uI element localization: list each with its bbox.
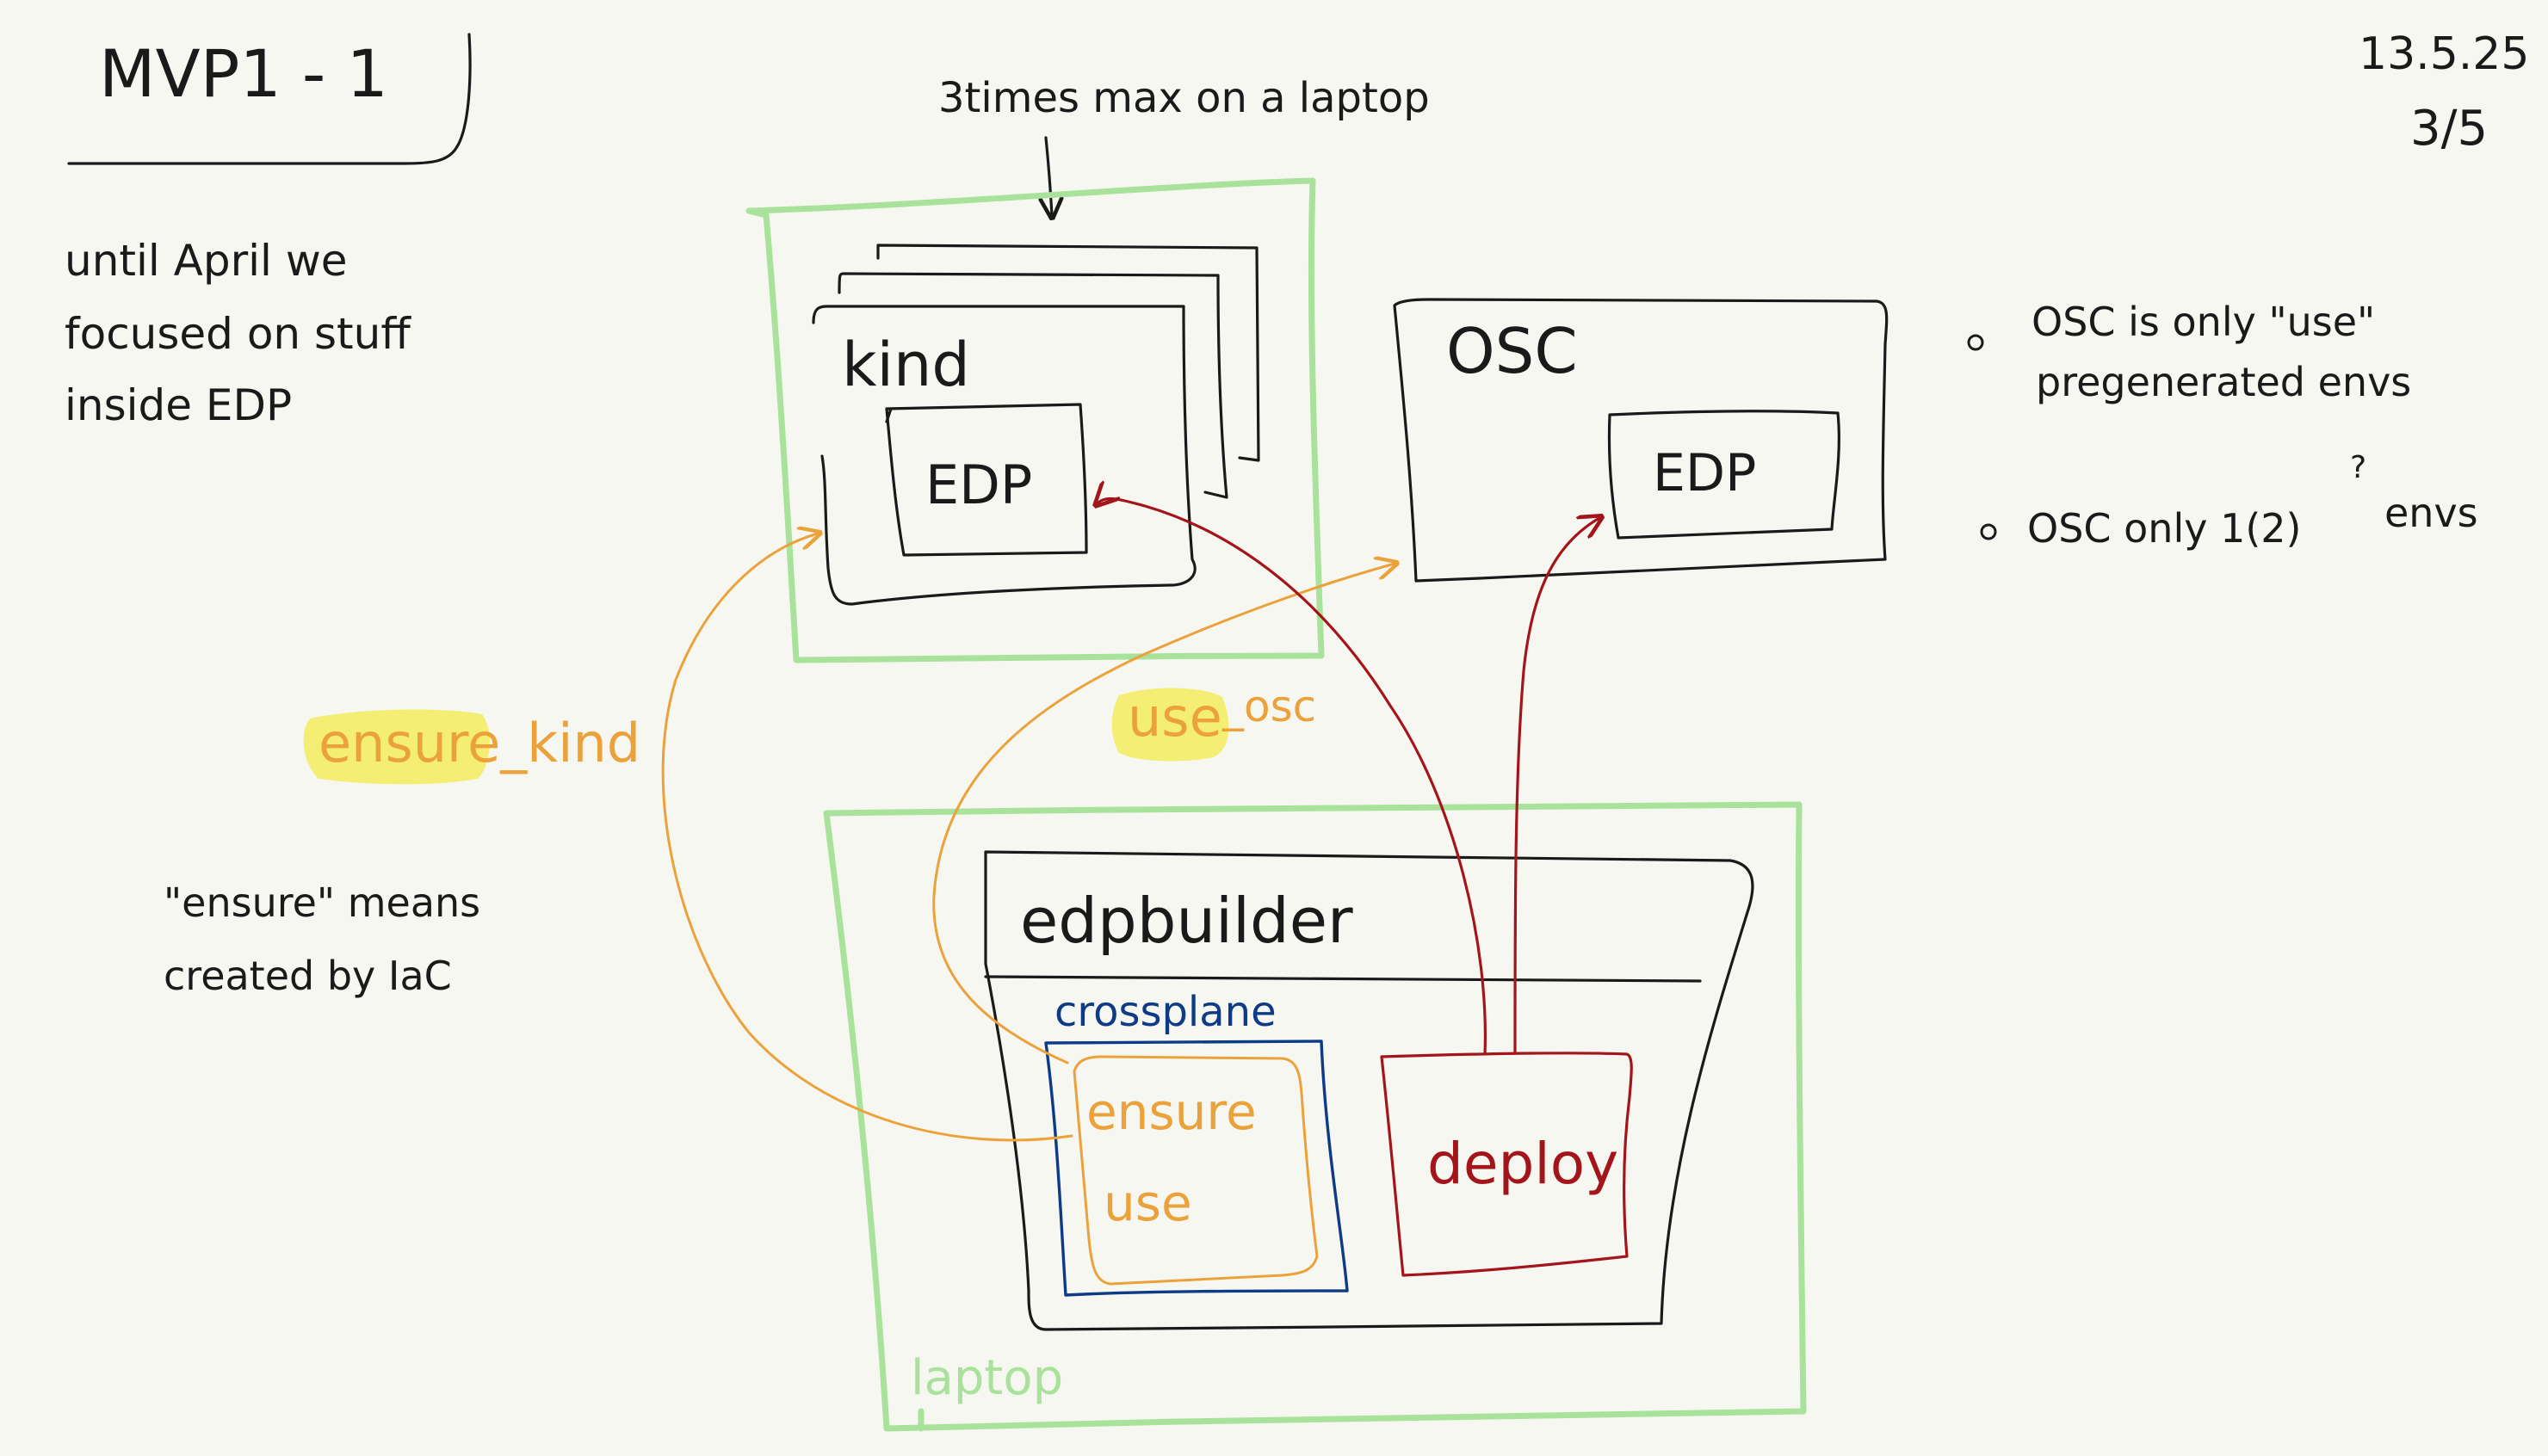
deploy-osc-edp-arrow (1513, 518, 1599, 1053)
date-text: 13.5.25 (2359, 28, 2529, 80)
deploy-kind-edp-arrow (1098, 498, 1487, 1056)
intro-note: until April we focused on stuff inside E… (65, 236, 411, 430)
intro-line-2: focused on stuff (65, 309, 411, 359)
ensure-note-line-2: created by IaC (164, 953, 452, 999)
kind-window-middle (838, 272, 1228, 499)
osc-box: OSC EDP (1393, 298, 1889, 583)
edpbuilder-box: edpbuilder (984, 850, 1754, 1331)
title-block: MVP1 - 1 (67, 33, 472, 165)
laptop-top-boundary (745, 177, 1325, 663)
page-number-text: 3/5 (2410, 101, 2488, 157)
intro-line-3: inside EDP (65, 380, 292, 430)
ensure-kind-arrow (661, 534, 1073, 1142)
kind-edp-box (885, 403, 1088, 557)
intro-line-1: until April we (65, 236, 348, 286)
use-osc-annotation: use _osc (1111, 682, 1316, 762)
timers-note: 3times max on a laptop (938, 74, 1430, 215)
timers-arrow (1046, 136, 1052, 215)
kind-stack: kind EDP (812, 244, 1260, 606)
ensure-use-box: ensure use (1073, 1055, 1319, 1286)
ensure-note: "ensure" means created by IaC (164, 879, 480, 999)
title-text: MVP1 - 1 (99, 35, 388, 112)
crossplane-label: crossplane (1054, 988, 1277, 1036)
ensure-kind-highlight (303, 709, 491, 785)
kind-window-front (812, 305, 1197, 606)
bullet-2-tail: envs (2384, 490, 2478, 536)
osc-box-outline (1393, 298, 1889, 583)
ensure-label: ensure (1086, 1083, 1257, 1141)
bullet-list: OSC is only "use" pregenerated envs OSC … (1967, 299, 2478, 552)
bullet-2-superscript: ? (2350, 450, 2366, 485)
bullet-1-line-2: pregenerated envs (2036, 359, 2411, 405)
deploy-label: deploy (1427, 1131, 1618, 1197)
deploy-outline (1380, 1052, 1633, 1277)
ensure-kind-annotation: ensure_kind (303, 709, 640, 785)
osc-edp-box (1607, 410, 1840, 540)
date-block: 13.5.25 3/5 (2359, 28, 2529, 157)
kind-label: kind (842, 330, 970, 400)
use-label: use (1104, 1174, 1192, 1232)
bullet-marker-1 (1967, 334, 1984, 351)
use-osc-highlight (1111, 688, 1229, 762)
kind-edp-label: EDP (925, 453, 1032, 516)
edpbuilder-outline (984, 850, 1754, 1331)
ensure-note-line-1: "ensure" means (164, 879, 480, 926)
bullet-2-line-1: OSC only 1(2) (2027, 505, 2302, 552)
osc-edp-label: EDP (1653, 443, 1756, 503)
osc-label: OSC (1446, 315, 1578, 387)
ensure-kind-label: ensure_kind (318, 712, 640, 774)
ensure-use-outline (1073, 1055, 1319, 1286)
laptop-label: laptop (911, 1350, 1063, 1406)
timers-note-text: 3times max on a laptop (938, 74, 1430, 122)
deploy-box: deploy (1380, 1052, 1633, 1277)
use-osc-use: use (1128, 686, 1222, 749)
edpbuilder-divider (984, 975, 1702, 983)
use-osc-rest: _osc (1221, 682, 1316, 731)
title-underline (67, 33, 472, 165)
bullet-marker-2 (1980, 523, 1997, 540)
crossplane-box: crossplane (1044, 988, 1349, 1297)
kind-window-back (876, 244, 1260, 462)
bullet-1-line-1: OSC is only "use" (2032, 299, 2375, 345)
edpbuilder-label: edpbuilder (1020, 885, 1353, 957)
crossplane-outline (1044, 1040, 1349, 1297)
use-osc-arrow (932, 564, 1395, 1064)
